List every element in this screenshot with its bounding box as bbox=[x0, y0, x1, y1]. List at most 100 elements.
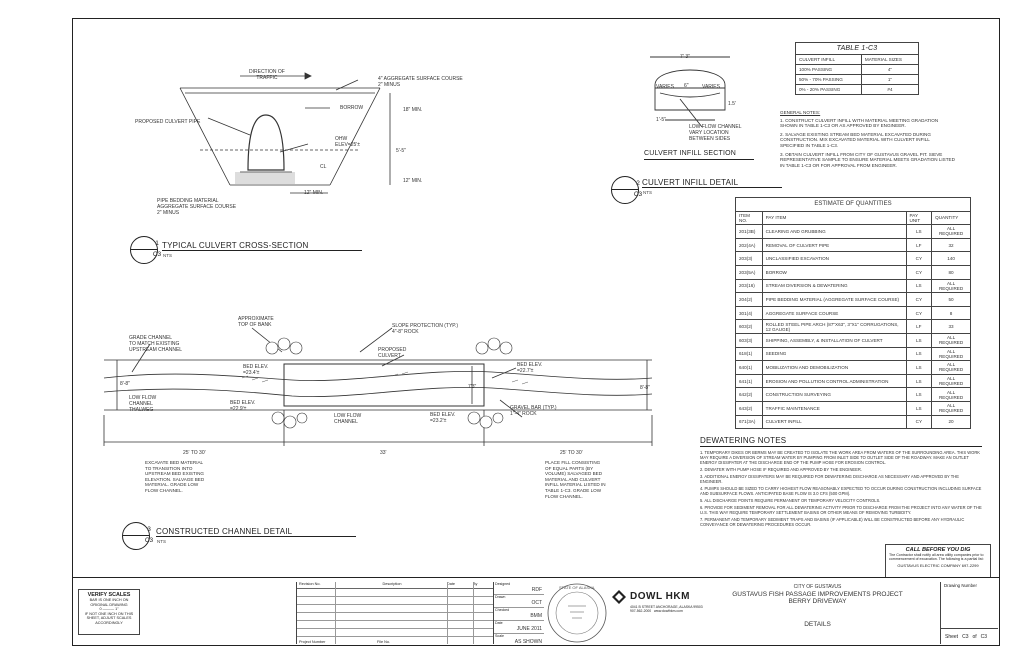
quantities-table: ESTIMATE OF QUANTITIES ITEM NO. PAY ITEM… bbox=[735, 197, 971, 430]
proposed-culvert-label: PROPOSED CULVERT bbox=[378, 347, 407, 359]
general-note: 2. SALVAGE EXISTING STREAM BED MATERIAL … bbox=[780, 131, 931, 148]
detail1-scale: NTS bbox=[163, 253, 172, 258]
call-title: CALL BEFORE YOU DIG bbox=[905, 547, 971, 553]
infill-r: 1.5' bbox=[728, 101, 736, 107]
bed-elev-4: BED ELEV. =23.2'± bbox=[430, 412, 456, 424]
bed-elev-2: BED ELEV. =22.9'± bbox=[230, 400, 256, 412]
drawing-number-label: Drawing Number bbox=[944, 583, 977, 588]
table-row: 603(3)SHIPPING, ASSEMBLY, & INSTALLATION… bbox=[735, 332, 971, 348]
rev-header: Description bbox=[382, 582, 402, 586]
quantities-header: PAY ITEM bbox=[761, 210, 907, 226]
min12b-label: 12" MIN. bbox=[304, 190, 324, 196]
min18-label: 18" MIN. bbox=[403, 107, 423, 113]
general-notes: GENERAL NOTES: 1. CONSTRUCT CULVERT INFI… bbox=[780, 110, 955, 168]
sheet-number: C3 bbox=[962, 634, 969, 640]
detail3-scale: NTS bbox=[157, 539, 166, 544]
rev-header: Revision No. bbox=[299, 582, 321, 586]
dim-mid: 33' bbox=[380, 450, 387, 456]
sheet-total: C3 bbox=[980, 634, 988, 640]
project-number-label: Project Number bbox=[299, 640, 326, 644]
borrow-label: BORROW bbox=[340, 105, 364, 111]
call-company: GUSTAVUS ELECTRIC COMPANY 697-2299 bbox=[897, 562, 979, 568]
detail1-title: TYPICAL CULVERT CROSS-SECTION bbox=[162, 241, 309, 250]
quantities-title: ESTIMATE OF QUANTITIES bbox=[735, 197, 971, 212]
direction-label: DIRECTION OF TRAFFIC bbox=[249, 69, 285, 81]
culvert-pipe-label: PROPOSED CULVERT PIPE bbox=[135, 119, 201, 125]
dewatering-note: 1. TEMPORARY DIKES OR BERMS MAY BE CREAT… bbox=[700, 450, 981, 465]
note-left: EXCAVATE BED MATERIAL TO TRANSITION INTO… bbox=[145, 460, 205, 493]
title-block bbox=[72, 577, 1000, 646]
general-note: 1. CONSTRUCT CULVERT INFILL WITH MATERIA… bbox=[780, 117, 939, 129]
title-underline bbox=[156, 536, 356, 537]
dewatering-note: 4. PUMPS SHOULD BE SIZED TO CARRY HIGHES… bbox=[700, 486, 982, 496]
infill-section-title: CULVERT INFILL SECTION bbox=[644, 150, 737, 157]
detail3-title: CONSTRUCTED CHANNEL DETAIL bbox=[156, 527, 293, 536]
verify-scales-box: VERIFY SCALES BAR IS ONE INCH ON ORIGINA… bbox=[78, 589, 140, 635]
culvert-cross-section-drawing bbox=[179, 72, 391, 194]
infill-top-dim: 7'-3" bbox=[680, 54, 690, 60]
sheet-of: of bbox=[972, 634, 977, 640]
infill-varies-left: VARIES bbox=[656, 84, 674, 90]
drawing-border bbox=[72, 18, 1000, 646]
rev-header: By bbox=[473, 582, 478, 586]
quantities-header: PAY UNIT bbox=[905, 210, 933, 226]
drawing-number-box: Drawing Number Sheet C3 of C3 bbox=[940, 582, 998, 644]
low-flow-label: LOW FLOW CHANNEL THALWEG bbox=[129, 395, 157, 413]
dewatering-underline bbox=[700, 446, 982, 447]
detail2-title: CULVERT INFILL DETAIL bbox=[642, 178, 739, 187]
dewatering-notes: DEWATERING NOTES 1. TEMPORARY DIKES OR B… bbox=[700, 436, 982, 527]
table-row: 641(1)EROSION AND POLLUTION CONTROL ADMI… bbox=[735, 373, 971, 389]
table13-header: MATERIAL SIZES bbox=[860, 54, 920, 65]
bed-elev-1: BED ELEV. =23.4'± bbox=[243, 364, 269, 376]
project-title-block: CITY OF GUSTAVUS GUSTAVUS FISH PASSAGE I… bbox=[700, 584, 935, 628]
dewatering-note: 6. PROVIDE FOR SEDIMENT REMOVAL FOR ALL … bbox=[700, 505, 982, 515]
cl-label: CL bbox=[320, 164, 327, 170]
call-text: The Contractor shall notify all area uti… bbox=[889, 553, 984, 562]
bedding-label: PIPE BEDDING MATERIAL AGGREGATE SURFACE … bbox=[157, 198, 237, 216]
title-underline bbox=[162, 250, 362, 251]
dim55-label: 5'-5" bbox=[396, 148, 406, 154]
table-row: 204(2)PIPE BEDDING MATERIAL (AGGREGATE S… bbox=[735, 292, 971, 307]
dowl-logo-icon bbox=[612, 590, 626, 604]
sheet-title: DETAILS bbox=[804, 621, 831, 628]
call-before-you-dig-box: CALL BEFORE YOU DIG The Contractor shall… bbox=[885, 544, 991, 578]
top-of-bank-label: APPROXIMATE TOP OF BANK bbox=[238, 316, 274, 328]
firm-name: DOWL HKM bbox=[630, 591, 690, 602]
dim-right: 25' TO 30' bbox=[560, 450, 583, 456]
culvert-infill-drawing bbox=[650, 56, 730, 128]
dewatering-title: DEWATERING NOTES bbox=[700, 436, 787, 445]
culvert-height: 7'3" bbox=[468, 384, 477, 390]
width-right: 8'-8" bbox=[640, 385, 650, 391]
table-row: 603(2)ROLLED STEEL PIPE ARCH (87"X63", 3… bbox=[735, 319, 971, 334]
general-notes-title: GENERAL NOTES: bbox=[780, 110, 821, 115]
infill-mid: 6" bbox=[684, 83, 689, 89]
quantities-header: ITEM NO. bbox=[735, 210, 763, 226]
bed-elev-3: BED ELEV. =22.7'± bbox=[517, 362, 543, 374]
dim-left: 25' TO 30' bbox=[183, 450, 206, 456]
firm-address: 4041 B STREET ANCHORAGE, ALASKA 99503 90… bbox=[630, 605, 703, 613]
rev-header: Date bbox=[447, 582, 456, 586]
verify-scales-title: VERIFY SCALES bbox=[87, 592, 131, 598]
width-left: 8'-8" bbox=[120, 381, 130, 387]
dewatering-note: 3. ADDITIONAL ENERGY DISSIPATERS MAY BE … bbox=[700, 474, 959, 484]
file-no-label: File No. bbox=[377, 640, 391, 644]
project-name: GUSTAVUS FISH PASSAGE IMPROVEMENTS PROJE… bbox=[732, 591, 903, 598]
note-right: PLACE FILL CONSISTING OF EQUAL PARTS (BY… bbox=[545, 460, 606, 499]
project-location: BERRY DRIVEWAY bbox=[788, 598, 847, 605]
infill-varies-right: VARIES bbox=[702, 84, 720, 90]
state-seal-icon bbox=[547, 583, 607, 643]
table13-header: CULVERT INFILL bbox=[795, 54, 862, 65]
title-underline bbox=[642, 187, 782, 188]
infill-bottom-dim: 1'-5" bbox=[656, 117, 666, 123]
